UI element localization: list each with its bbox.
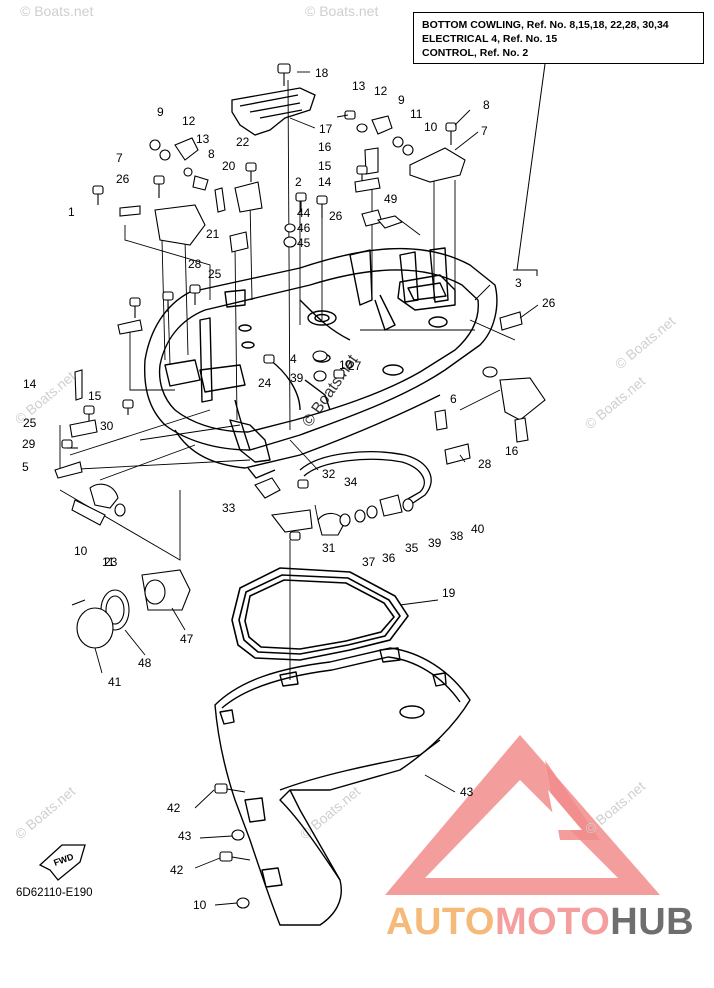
callout: 28	[188, 257, 202, 271]
callout: 31	[322, 541, 336, 555]
callout: 9	[398, 93, 405, 107]
callout: 18	[315, 66, 329, 80]
callout: 1	[68, 205, 75, 219]
callout: 41	[108, 675, 122, 689]
callout: 40	[471, 522, 485, 536]
callout: 20	[222, 159, 236, 173]
callout: 3	[515, 276, 522, 290]
bottom-cowling-pan-41	[214, 647, 471, 926]
callout: 10	[339, 358, 353, 372]
info-line-2: ELECTRICAL 4, Ref. No. 15	[422, 33, 558, 45]
callout: 16	[505, 444, 519, 458]
callout: 44	[297, 206, 311, 220]
brand-moto: MOTO	[494, 901, 611, 943]
watermark-text: © Boats.net	[305, 3, 378, 19]
diagram-code: 6D62110-E190	[16, 887, 93, 899]
callout: 46	[297, 221, 311, 235]
callout: 15	[88, 389, 102, 403]
callout: 17	[319, 122, 333, 136]
callout: 33	[222, 501, 236, 515]
callout: 10	[424, 120, 438, 134]
callout: 14	[318, 175, 332, 189]
fwd-arrow: FWD	[38, 844, 86, 881]
automotohub-brand: AUTOMOTOHUB	[386, 902, 694, 942]
callout: 15	[318, 159, 332, 173]
callout: 27	[348, 359, 362, 373]
callout: 7	[116, 151, 123, 165]
callout: 29	[22, 437, 36, 451]
callout: 26	[542, 296, 556, 310]
callout: 34	[344, 475, 358, 489]
callout: 43	[178, 829, 192, 843]
callout: 10	[74, 544, 88, 558]
callout: 7	[481, 124, 488, 138]
callout: 42	[167, 801, 181, 815]
callout: 30	[100, 419, 114, 433]
callout-leaders	[94, 71, 539, 906]
callout: 12	[374, 84, 388, 98]
callout: 43	[460, 785, 474, 799]
gasket-40	[231, 567, 409, 661]
callout: 49	[384, 192, 398, 206]
callout: 26	[329, 209, 343, 223]
watermark-logo	[385, 735, 660, 895]
watermark-text: © Boats.net	[12, 783, 79, 842]
brand-auto: AUTO	[386, 901, 495, 943]
callout: 38	[450, 529, 464, 543]
callout: 12	[182, 114, 196, 128]
watermark-text: © Boats.net	[12, 368, 79, 427]
callout: 16	[318, 140, 332, 154]
callout: 42	[170, 863, 184, 877]
callout: 21	[206, 227, 220, 241]
callout: 8	[208, 147, 215, 161]
callout-labels: 18 13 12 9 11 10 8 7 17 16 15 14 2 44 46…	[22, 66, 556, 912]
callout: 32	[322, 467, 336, 481]
callout: 39	[290, 371, 304, 385]
hose-38	[299, 451, 432, 506]
callout: 9	[157, 105, 164, 119]
callout: 24	[258, 376, 272, 390]
callout: 22	[236, 135, 250, 149]
info-line-3: CONTROL, Ref. No. 2	[422, 47, 529, 59]
callout: 10	[193, 898, 207, 912]
callout: 36	[382, 551, 396, 565]
callout: 4	[290, 352, 297, 366]
callout: 19	[442, 586, 456, 600]
callout: 11	[102, 555, 115, 569]
info-line-1: BOTTOM COWLING, Ref. No. 8,15,18, 22,28,…	[422, 19, 669, 31]
watermark-text: © Boats.net	[582, 778, 649, 837]
callout: 5	[22, 460, 29, 474]
callout: 14	[23, 377, 37, 391]
callout: 28	[478, 457, 492, 471]
callout: 26	[116, 172, 130, 186]
callout: 13	[196, 132, 210, 146]
callout: 25	[23, 416, 37, 430]
callout: 11	[410, 107, 423, 121]
cover-17	[231, 87, 316, 136]
callout: 25	[208, 267, 222, 281]
callout: 48	[138, 656, 152, 670]
callout: 45	[297, 236, 311, 250]
callout: 6	[450, 392, 457, 406]
callout: 39	[428, 536, 442, 550]
callout: 35	[405, 541, 419, 555]
brand-hub: HUB	[610, 901, 695, 943]
callout: 2	[295, 175, 302, 189]
watermark-text: © Boats.net	[582, 373, 649, 432]
callout: 47	[180, 632, 194, 646]
callout: 13	[352, 79, 366, 93]
reference-info-box: BOTTOM COWLING, Ref. No. 8,15,18, 22,28,…	[413, 12, 704, 64]
watermark-text: © Boats.net	[612, 313, 679, 372]
bottom-cowling-body	[143, 247, 498, 479]
watermark-text: © Boats.net	[20, 3, 93, 19]
watermark-text: © Boats.net	[297, 783, 364, 842]
small-parts	[54, 63, 546, 909]
callout: 23	[104, 555, 118, 569]
callout: 8	[483, 98, 490, 112]
callout: 37	[362, 555, 376, 569]
